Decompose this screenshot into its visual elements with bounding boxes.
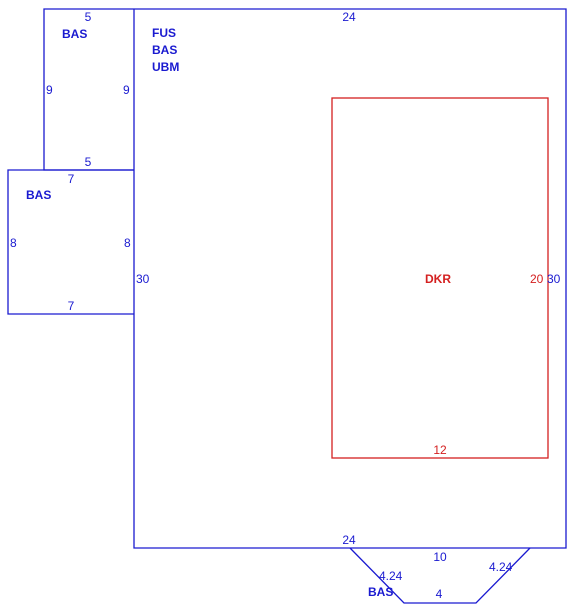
lower-wing-bottom-dimension: 7	[68, 299, 75, 313]
main-bottom-dimension: 24	[342, 533, 356, 547]
lower-wing-label: BAS	[26, 188, 51, 202]
deck-outline	[331, 97, 549, 459]
main-left-dimension: 30	[136, 272, 150, 286]
main-area-label-1: FUS	[152, 26, 176, 40]
lower-wing-left-dimension: 8	[10, 236, 17, 250]
upper-wing-right-dimension: 9	[123, 83, 130, 97]
main-area-outline	[133, 8, 567, 549]
upper-wing-bottom-dimension: 5	[85, 155, 92, 169]
bay-left-dimension: 4.24	[379, 569, 403, 583]
bay-bottom-dimension: 4	[436, 587, 443, 601]
deck-label: DKR	[425, 272, 451, 286]
upper-wing-label: BAS	[62, 27, 87, 41]
upper-wing-top-dimension: 5	[85, 10, 92, 24]
bay-outline	[349, 547, 531, 604]
upper-wing-outline	[43, 8, 134, 171]
deck-bottom-dimension: 12	[433, 443, 447, 457]
main-top-dimension: 24	[342, 10, 356, 24]
bay-label: BAS	[368, 585, 393, 599]
lower-wing-top-dimension: 7	[68, 172, 75, 186]
lower-wing-right-dimension: 8	[124, 236, 131, 250]
deck-right-dimension: 20	[530, 272, 544, 286]
main-area-label-3: UBM	[152, 60, 179, 74]
upper-wing-left-dimension: 9	[46, 83, 53, 97]
lower-wing-outline	[7, 169, 134, 315]
bay-top-dimension: 10	[433, 550, 447, 564]
main-area-label-2: BAS	[152, 43, 177, 57]
bay-right-dimension: 4.24	[489, 560, 513, 574]
main-right-dimension: 30	[547, 272, 561, 286]
